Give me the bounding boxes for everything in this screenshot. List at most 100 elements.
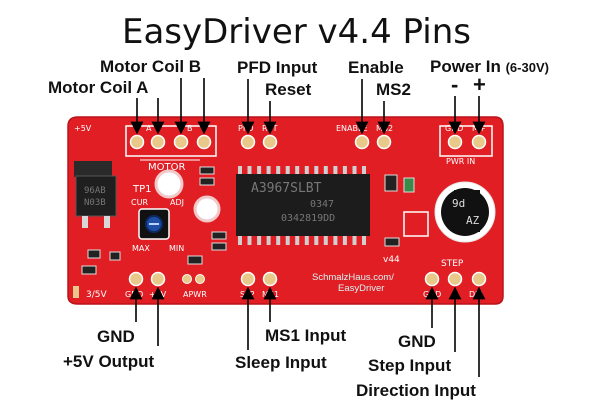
- pad-coil-a1: [129, 134, 145, 150]
- chip-pin: [314, 166, 319, 175]
- pad-slp: [240, 271, 256, 287]
- chip-pins-bottom: [238, 236, 366, 245]
- chip-text-3: 0342819DD: [281, 213, 335, 224]
- silk-max: MAX: [132, 244, 150, 253]
- regulator-pin-1: [82, 216, 88, 228]
- label-direction-input: Direction Input: [356, 381, 476, 400]
- label-enable: Enable: [348, 58, 404, 77]
- chip-pin: [276, 236, 281, 245]
- silk-apwr: APWR: [183, 290, 207, 299]
- chip-pin: [238, 166, 242, 175]
- label-power-plus: +: [473, 72, 486, 97]
- top-pads: [129, 134, 487, 150]
- label-reset: Reset: [265, 80, 312, 99]
- chip-pin: [333, 166, 338, 175]
- pad-pfd: [240, 134, 256, 150]
- label-gnd-left: GND: [97, 327, 135, 346]
- pad-apwr-2: [195, 274, 205, 284]
- chip-pin: [285, 166, 290, 175]
- brand-line-1: SchmalzHaus.com/: [312, 272, 394, 283]
- capacitor-stripe: [454, 190, 480, 232]
- silk-min: MIN: [169, 244, 184, 253]
- small-connector: [403, 211, 429, 237]
- chip-pin: [247, 236, 252, 245]
- silk-cur: CUR: [131, 198, 148, 207]
- regulator-tab: [74, 161, 112, 177]
- smd-part-6: [403, 177, 415, 193]
- jumper-35v-pad: [73, 286, 79, 298]
- pad-gnd-bottom: [128, 271, 144, 287]
- chip-pin: [238, 236, 242, 245]
- silk-pfd: PFD: [238, 124, 254, 133]
- chip-pin: [362, 236, 366, 245]
- chip-pin: [257, 166, 262, 175]
- driver-chip: [236, 174, 370, 236]
- silk-a: A: [146, 124, 152, 133]
- chip-pin: [352, 166, 357, 175]
- pad-coil-b1: [173, 134, 189, 150]
- label-power-minus: -: [451, 72, 459, 97]
- regulator-body: [75, 175, 117, 217]
- silk-enable: ENABLE: [336, 124, 368, 133]
- chip-pin: [314, 236, 319, 245]
- chip-pin: [247, 166, 252, 175]
- pad-gnd-right: [424, 271, 440, 287]
- silk-tp1: TP1: [132, 184, 152, 195]
- pad-apwr-1: [182, 274, 192, 284]
- smd-part-7: [384, 237, 400, 247]
- chip-pin: [257, 236, 262, 245]
- power-header-outline: [439, 125, 493, 157]
- pad-coil-b2: [196, 134, 212, 150]
- silk-gnd-bot: GND: [125, 290, 143, 299]
- silk-adj: ADJ: [170, 198, 184, 207]
- silk-gnd-top: GND: [445, 124, 463, 133]
- label-5v-output: +5V Output: [63, 352, 155, 371]
- chip-pin: [266, 166, 271, 175]
- smd-part-10: [187, 255, 203, 265]
- pad-5v-bottom: [150, 271, 166, 287]
- label-pfd-input: PFD Input: [237, 58, 318, 77]
- label-ms2: MS2: [376, 80, 411, 99]
- smd-part-11: [109, 251, 121, 261]
- smd-part-8: [87, 249, 101, 259]
- smd-part-5: [384, 174, 398, 192]
- smd-part-3: [211, 231, 227, 240]
- label-gnd-right: GND: [398, 332, 436, 351]
- silk-step: STEP: [441, 259, 464, 269]
- silk-pwr-in: PWR IN: [446, 157, 475, 166]
- label-ms1-input: MS1 Input: [265, 326, 347, 345]
- pad-ms2: [376, 134, 392, 150]
- diagram-title: EasyDriver v4.4 Pins: [121, 12, 472, 52]
- silk-5v-top: +5V: [74, 124, 92, 133]
- chip-text-1: A3967SLBT: [251, 181, 322, 196]
- label-power-in-text: Power In: [430, 57, 501, 76]
- chip-pin: [276, 166, 281, 175]
- chip-pin: [304, 166, 309, 175]
- pad-dir: [471, 271, 487, 287]
- label-step-input: Step Input: [368, 356, 452, 375]
- chip-pin: [323, 236, 328, 245]
- chip-pin: [323, 166, 328, 175]
- silk-b: B: [187, 124, 193, 133]
- mounting-hole-left: [154, 169, 184, 199]
- chip-pin: [304, 236, 309, 245]
- label-power-in: Power In (6-30V): [430, 57, 549, 77]
- bottom-pads: [128, 271, 487, 287]
- pad-power-gnd: [447, 134, 463, 150]
- label-power-range: (6-30V): [505, 60, 549, 75]
- regulator-text-2: N03B: [84, 198, 106, 208]
- silk-35v: 3/5V: [86, 290, 107, 300]
- pad-ms1: [262, 271, 278, 287]
- smd-part-1: [199, 166, 215, 175]
- chip-pin: [285, 236, 290, 245]
- label-motor-coil-a: Motor Coil A: [48, 78, 149, 97]
- regulator-text-1: 96AB: [84, 186, 106, 196]
- capacitor-text-1: 9d: [452, 197, 465, 210]
- mounting-hole-right: [193, 195, 221, 223]
- chip-pin: [295, 236, 300, 245]
- smd-part-2: [199, 177, 215, 186]
- pad-enable: [354, 134, 370, 150]
- capacitor-text-2: AZ: [466, 214, 480, 227]
